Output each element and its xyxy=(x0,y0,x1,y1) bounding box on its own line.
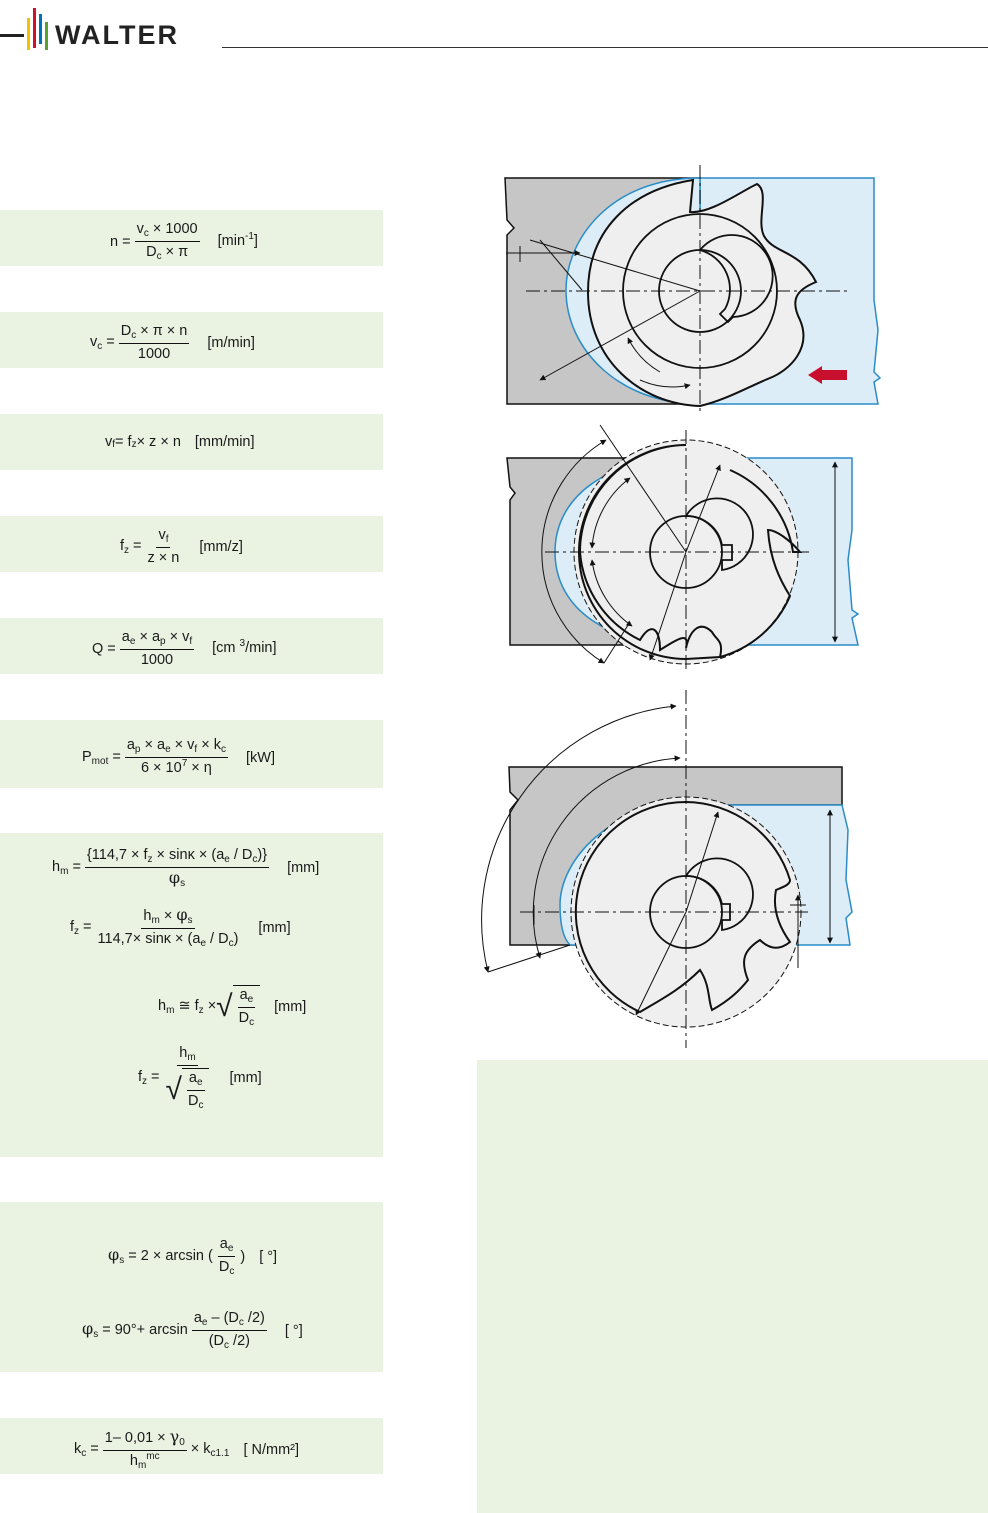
walter-logo: WALTER xyxy=(0,8,179,50)
diagram-slot-milling xyxy=(506,424,860,672)
formula-phi-s-2: φs = 90°+ arcsin ae – (Dc /2)(Dc /2) [ °… xyxy=(82,1310,303,1351)
brand-name: WALTER xyxy=(55,20,179,50)
feed-direction-arrow xyxy=(808,366,847,384)
logo-bar-blue xyxy=(39,14,42,44)
header-rule xyxy=(222,47,988,48)
notes-panel xyxy=(477,1060,988,1513)
logo-bar-yellow xyxy=(27,18,30,50)
formula-hm: hm = {114,7 × fz × sinκ × (ae / Dc)}φs [… xyxy=(52,847,320,889)
diagram-side-milling xyxy=(504,165,882,414)
diagram-shoulder-milling xyxy=(481,690,853,1048)
logo-bar-red xyxy=(33,8,36,48)
logo-bar-green xyxy=(45,22,48,50)
formula-box-chip-thickness: hm = {114,7 × fz × sinκ × (ae / Dc)}φs [… xyxy=(0,833,383,1157)
